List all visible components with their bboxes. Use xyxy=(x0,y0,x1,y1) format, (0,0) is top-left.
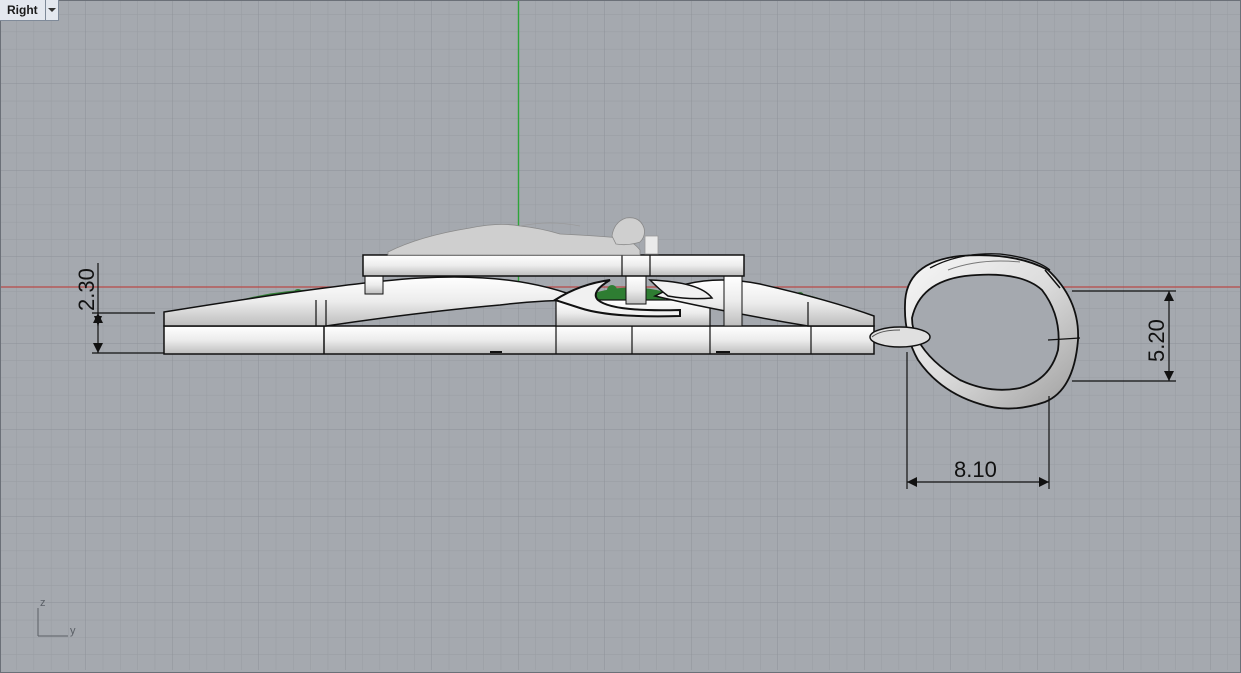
bail-loop xyxy=(869,253,1081,410)
post-mid xyxy=(625,275,647,305)
axis-label-z: z xyxy=(40,597,46,609)
viewport-tab[interactable]: Right xyxy=(0,0,59,21)
axis-gizmo: z y xyxy=(37,597,76,637)
pendant-model[interactable] xyxy=(163,217,1081,410)
inner-curve xyxy=(552,279,681,318)
dimension-height-right[interactable]: 5.20 xyxy=(1072,290,1176,382)
table-top xyxy=(362,254,745,277)
arm-right xyxy=(652,279,875,327)
dimension-height-left[interactable]: 2.30 xyxy=(74,263,164,354)
base-bar-lower xyxy=(163,325,875,355)
dimension-label-2-30: 2.30 xyxy=(74,268,99,311)
dimension-label-5-20: 5.20 xyxy=(1144,319,1169,362)
dimension-width-bottom[interactable]: 8.10 xyxy=(906,352,1050,489)
chevron-down-icon[interactable] xyxy=(44,0,58,20)
axis-label-y: y xyxy=(70,625,76,637)
figure-sculpture xyxy=(387,217,659,256)
dimension-label-8-10: 8.10 xyxy=(954,457,997,482)
viewport-title[interactable]: Right xyxy=(0,0,45,20)
post-right xyxy=(723,275,743,327)
post-left xyxy=(364,275,384,295)
